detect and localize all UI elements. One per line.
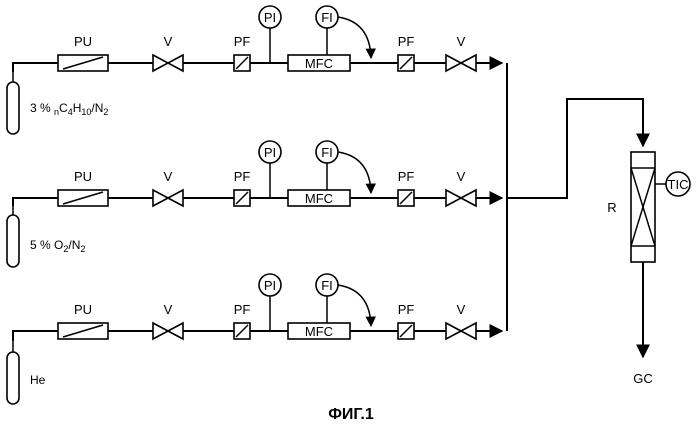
flow-indicator-2: FI bbox=[316, 141, 371, 193]
mass-flow-controller-1: MFC bbox=[288, 55, 350, 71]
particle-filter-3b-label: PF bbox=[398, 302, 415, 317]
particle-filter-2b: PF bbox=[398, 169, 415, 206]
flow-indicator-3: FI bbox=[316, 274, 371, 326]
flow-indicator-1: FI bbox=[316, 6, 371, 58]
particle-filter-3b: PF bbox=[398, 302, 415, 339]
valve-2b-label: V bbox=[457, 169, 466, 184]
mass-flow-controller-3: MFC bbox=[288, 323, 350, 339]
particle-filter-3a-label: PF bbox=[234, 302, 251, 317]
valve-2a-label: V bbox=[164, 169, 173, 184]
pressure-indicator-1: PI bbox=[259, 6, 281, 63]
manifold bbox=[507, 63, 643, 331]
particle-filter-2b-label: PF bbox=[398, 169, 415, 184]
gas-label-1: 3 % nC4H10/N2 bbox=[30, 101, 108, 117]
valve-3a-label: V bbox=[164, 302, 173, 317]
valve-3b-label: V bbox=[457, 302, 466, 317]
valve-2b: V bbox=[446, 169, 476, 206]
gas-line-1: PU V PF PI MFC FI bbox=[7, 6, 502, 134]
purifier-3: PU bbox=[58, 302, 108, 339]
particle-filter-2a: PF bbox=[234, 169, 251, 206]
mass-flow-controller-1-label: MFC bbox=[305, 56, 333, 71]
valve-1b: V bbox=[446, 34, 476, 71]
gas-cylinder-3 bbox=[7, 341, 19, 404]
temperature-controller: TIC bbox=[655, 172, 690, 196]
particle-filter-1b-label: PF bbox=[398, 34, 415, 49]
particle-filter-1a: PF bbox=[234, 34, 251, 71]
valve-3b: V bbox=[446, 302, 476, 339]
pressure-indicator-1-label: PI bbox=[264, 10, 276, 25]
particle-filter-1a-label: PF bbox=[234, 34, 251, 49]
figure-caption: ФИГ.1 bbox=[328, 406, 374, 423]
mass-flow-controller-2-label: MFC bbox=[305, 191, 333, 206]
pressure-indicator-3-label: PI bbox=[264, 278, 276, 293]
pressure-indicator-3: PI bbox=[259, 274, 281, 331]
gas-cylinder-2 bbox=[7, 206, 19, 267]
reactor-label: R bbox=[607, 200, 616, 215]
temperature-controller-label: TIC bbox=[668, 177, 689, 192]
gas-label-2: 5 % O2/N2 bbox=[30, 238, 85, 254]
valve-1a: V bbox=[153, 34, 183, 71]
valve-1a-label: V bbox=[164, 34, 173, 49]
mass-flow-controller-3-label: MFC bbox=[305, 324, 333, 339]
purifier-1-label: PU bbox=[74, 34, 92, 49]
valve-1b-label: V bbox=[457, 34, 466, 49]
pressure-indicator-2-label: PI bbox=[264, 145, 276, 160]
gas-label-3: He bbox=[30, 373, 46, 387]
gas-cylinder-1 bbox=[7, 72, 19, 134]
particle-filter-1b: PF bbox=[398, 34, 415, 71]
gas-line-2: PU V PF PI MFC FI bbox=[7, 141, 502, 267]
pressure-indicator-2: PI bbox=[259, 141, 281, 198]
flow-indicator-1-label: FI bbox=[321, 10, 333, 25]
gc-label: GC bbox=[633, 371, 653, 386]
flow-indicator-3-label: FI bbox=[321, 278, 333, 293]
valve-2a: V bbox=[153, 169, 183, 206]
valve-3a: V bbox=[153, 302, 183, 339]
particle-filter-2a-label: PF bbox=[234, 169, 251, 184]
mass-flow-controller-2: MFC bbox=[288, 190, 350, 206]
particle-filter-3a: PF bbox=[234, 302, 251, 339]
gc-outlet: GC bbox=[633, 262, 653, 386]
purifier-3-label: PU bbox=[74, 302, 92, 317]
purifier-2: PU bbox=[58, 169, 108, 206]
purifier-2-label: PU bbox=[74, 169, 92, 184]
purifier-1: PU bbox=[58, 34, 108, 71]
gas-line-3: PU V PF PI MFC FI bbox=[7, 274, 502, 404]
flow-indicator-2-label: FI bbox=[321, 145, 333, 160]
reactor: R bbox=[607, 152, 655, 262]
